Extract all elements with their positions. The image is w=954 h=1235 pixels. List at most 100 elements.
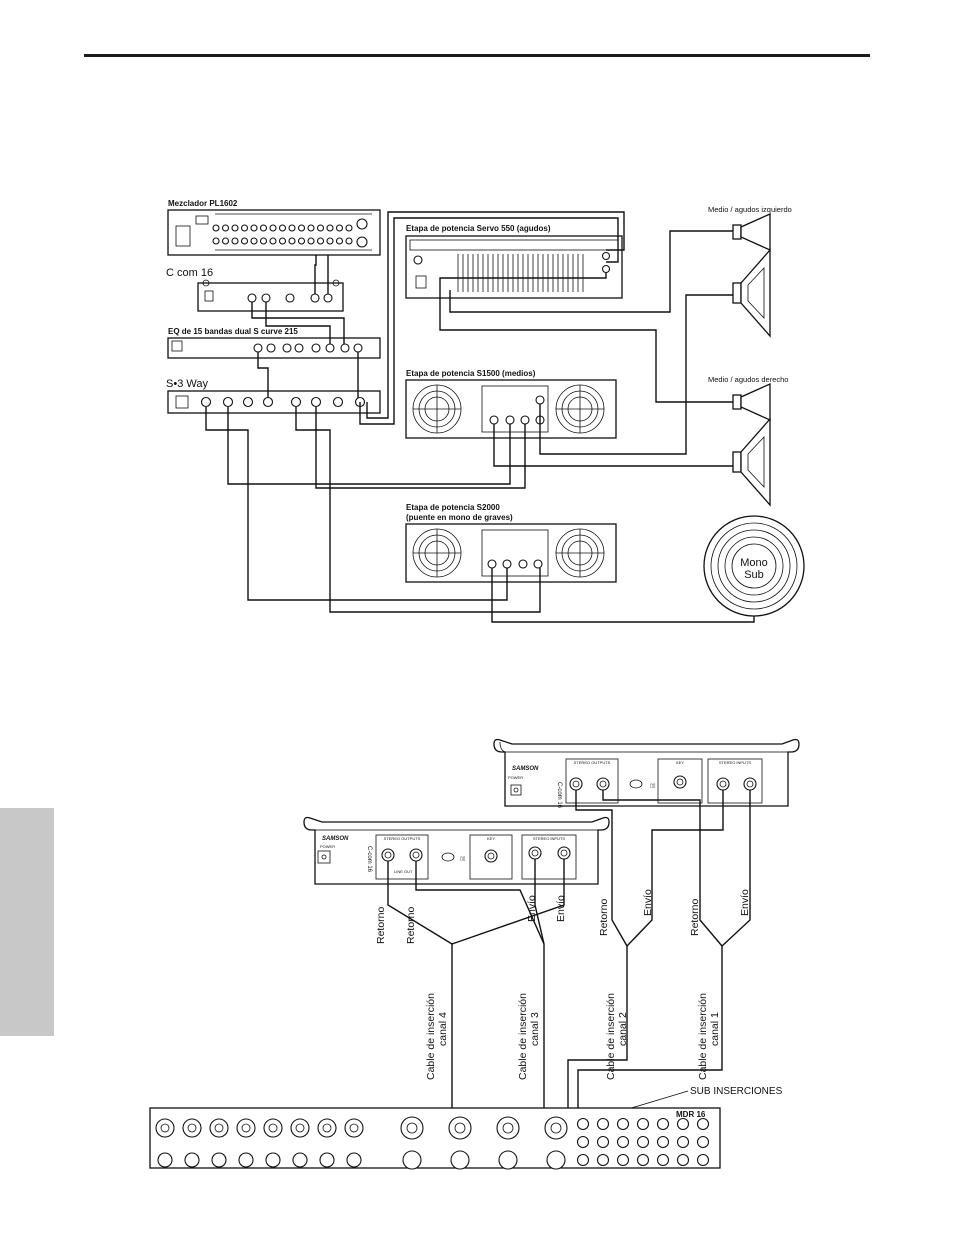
s3way-crossover	[167, 390, 381, 414]
speaker-left-label: Medio / agudos izquierdo	[708, 205, 792, 214]
mdr-combo-jack	[498, 1150, 518, 1170]
cable-label-2: Cable de inserción	[605, 993, 617, 1080]
canal-4-label: canal 4	[437, 1012, 449, 1046]
mdr-insert-jack	[616, 1135, 630, 1149]
mdr16-mixer: MDR 16	[149, 1107, 721, 1170]
s3-jack	[310, 396, 322, 408]
mdr-output-jack	[676, 1153, 690, 1167]
mixer-jack	[212, 224, 220, 232]
svg-text:▯▯: ▯▯	[460, 856, 466, 862]
envio-label-1: Envío	[739, 889, 751, 916]
s3-jack	[262, 396, 274, 408]
mdr-output-jack	[596, 1153, 610, 1167]
mdr-combo-jack-inner	[406, 1122, 418, 1134]
mdr-xlr-jack-inner	[268, 1123, 278, 1133]
mixer-jack	[259, 237, 268, 245]
retorno-label-4b: Retorno	[405, 906, 417, 944]
s3-jack	[290, 396, 302, 408]
mdr-xlr-jack-inner	[295, 1123, 305, 1133]
mdr-output-jack	[696, 1153, 710, 1167]
servo-label: Etapa de potencia Servo 550 (agudos)	[406, 224, 551, 233]
mixer-jack	[326, 224, 334, 232]
mdr16-label: MDR 16	[676, 1110, 706, 1119]
eq-s-curve-215	[167, 337, 381, 359]
side-tab	[0, 808, 54, 1036]
mixer-jack	[269, 224, 277, 232]
mixer-jack	[297, 224, 306, 232]
eq-label: EQ de 15 bandas dual S curve 215	[168, 327, 298, 336]
mixer-pl1602	[167, 209, 381, 256]
mdr-combo-jack	[544, 1116, 568, 1140]
mdr-combo-jack	[448, 1116, 472, 1140]
mixer-jack	[307, 237, 315, 245]
mixer-jack	[278, 237, 287, 245]
mdr-xlr-jack-inner	[241, 1123, 251, 1133]
mdr-line-jack	[319, 1152, 335, 1168]
stereo-outputs-bottom: STEREO OUTPUTS	[384, 836, 421, 841]
mixer-jack	[240, 224, 249, 232]
cable-label-3: Cable de inserción	[517, 993, 529, 1080]
mixer-jack	[212, 237, 220, 245]
sub-label-2: Sub	[744, 569, 764, 581]
mixer-xlr-jack	[356, 236, 368, 248]
s3-jack	[200, 396, 212, 408]
mdr-output-jack	[656, 1153, 670, 1167]
mdr-insert-jack	[596, 1117, 610, 1131]
mdr-xlr-jack-inner	[214, 1123, 224, 1133]
retorno-label-2: Retorno	[598, 898, 610, 936]
mixer-jack	[335, 237, 344, 245]
mdr-insert-jack	[696, 1117, 710, 1131]
insert-diagram: SAMSON POWER C-com 16 STEREO OUTPUTS ▯▯ …	[149, 738, 800, 1170]
model-top: C-com 16	[556, 782, 562, 809]
mdr-xlr-jack-inner	[160, 1123, 170, 1133]
brand-bottom: SAMSON	[322, 836, 349, 842]
ccom-unit-bottom: SAMSON POWER C-com 16 STEREO OUTPUTS LIN…	[303, 816, 610, 885]
stereo-inputs-bottom: STEREO INPUTS	[533, 836, 566, 841]
mixer-jack	[221, 224, 230, 232]
mixer-jack	[250, 237, 258, 245]
mdr-xlr-jack	[344, 1118, 364, 1138]
mdr-combo-jack-inner	[454, 1122, 466, 1134]
s1500-amp	[405, 379, 617, 439]
canal-3-label: canal 3	[529, 1012, 541, 1046]
envio-label-3b: Envío	[555, 895, 567, 922]
mixer-jack	[316, 237, 325, 245]
mdr-xlr-jack	[290, 1118, 310, 1138]
mdr-insert-jack	[676, 1135, 690, 1149]
sub-label-1: Mono	[740, 557, 768, 569]
mdr-xlr-jack-inner	[187, 1123, 197, 1133]
key-bottom: KEY	[487, 836, 495, 841]
system-diagram: Mezclador PL1602 C com 16	[166, 199, 805, 623]
insert-cables	[387, 790, 751, 1140]
mdr-xlr-jack	[209, 1118, 229, 1138]
mixer-jack	[307, 224, 315, 232]
speaker-right-label: Medio / agudos derecho	[708, 375, 788, 384]
key-top: KEY	[676, 760, 684, 765]
stereo-outputs-top: STEREO OUTPUTS	[574, 760, 611, 765]
s3-jack	[222, 396, 234, 408]
mixer-jack	[335, 224, 344, 232]
mdr-xlr-jack-inner	[349, 1123, 359, 1133]
svg-text:▯▯: ▯▯	[650, 783, 656, 789]
mixer-jack	[221, 237, 230, 245]
mdr-xlr-jack	[236, 1118, 256, 1138]
mixer-jack	[250, 224, 258, 232]
mixer-jack	[297, 237, 306, 245]
retorno-label-1: Retorno	[689, 898, 701, 936]
mixer-jack	[288, 224, 296, 232]
mixer-jack	[288, 237, 296, 245]
mdr-combo-jack	[546, 1150, 566, 1170]
retorno-label-4a: Retorno	[375, 906, 387, 944]
mixer-jack	[345, 237, 353, 245]
power-top: POWER	[508, 775, 523, 780]
mdr-insert-jack	[636, 1117, 650, 1131]
mixer-jack	[278, 224, 287, 232]
mixer-jack	[345, 224, 353, 232]
power-bottom: POWER	[320, 844, 335, 849]
mdr-line-jack	[184, 1152, 200, 1168]
canal-1-label: canal 1	[709, 1012, 721, 1046]
mdr-line-jack	[211, 1152, 227, 1168]
mdr-output-jack	[636, 1153, 650, 1167]
